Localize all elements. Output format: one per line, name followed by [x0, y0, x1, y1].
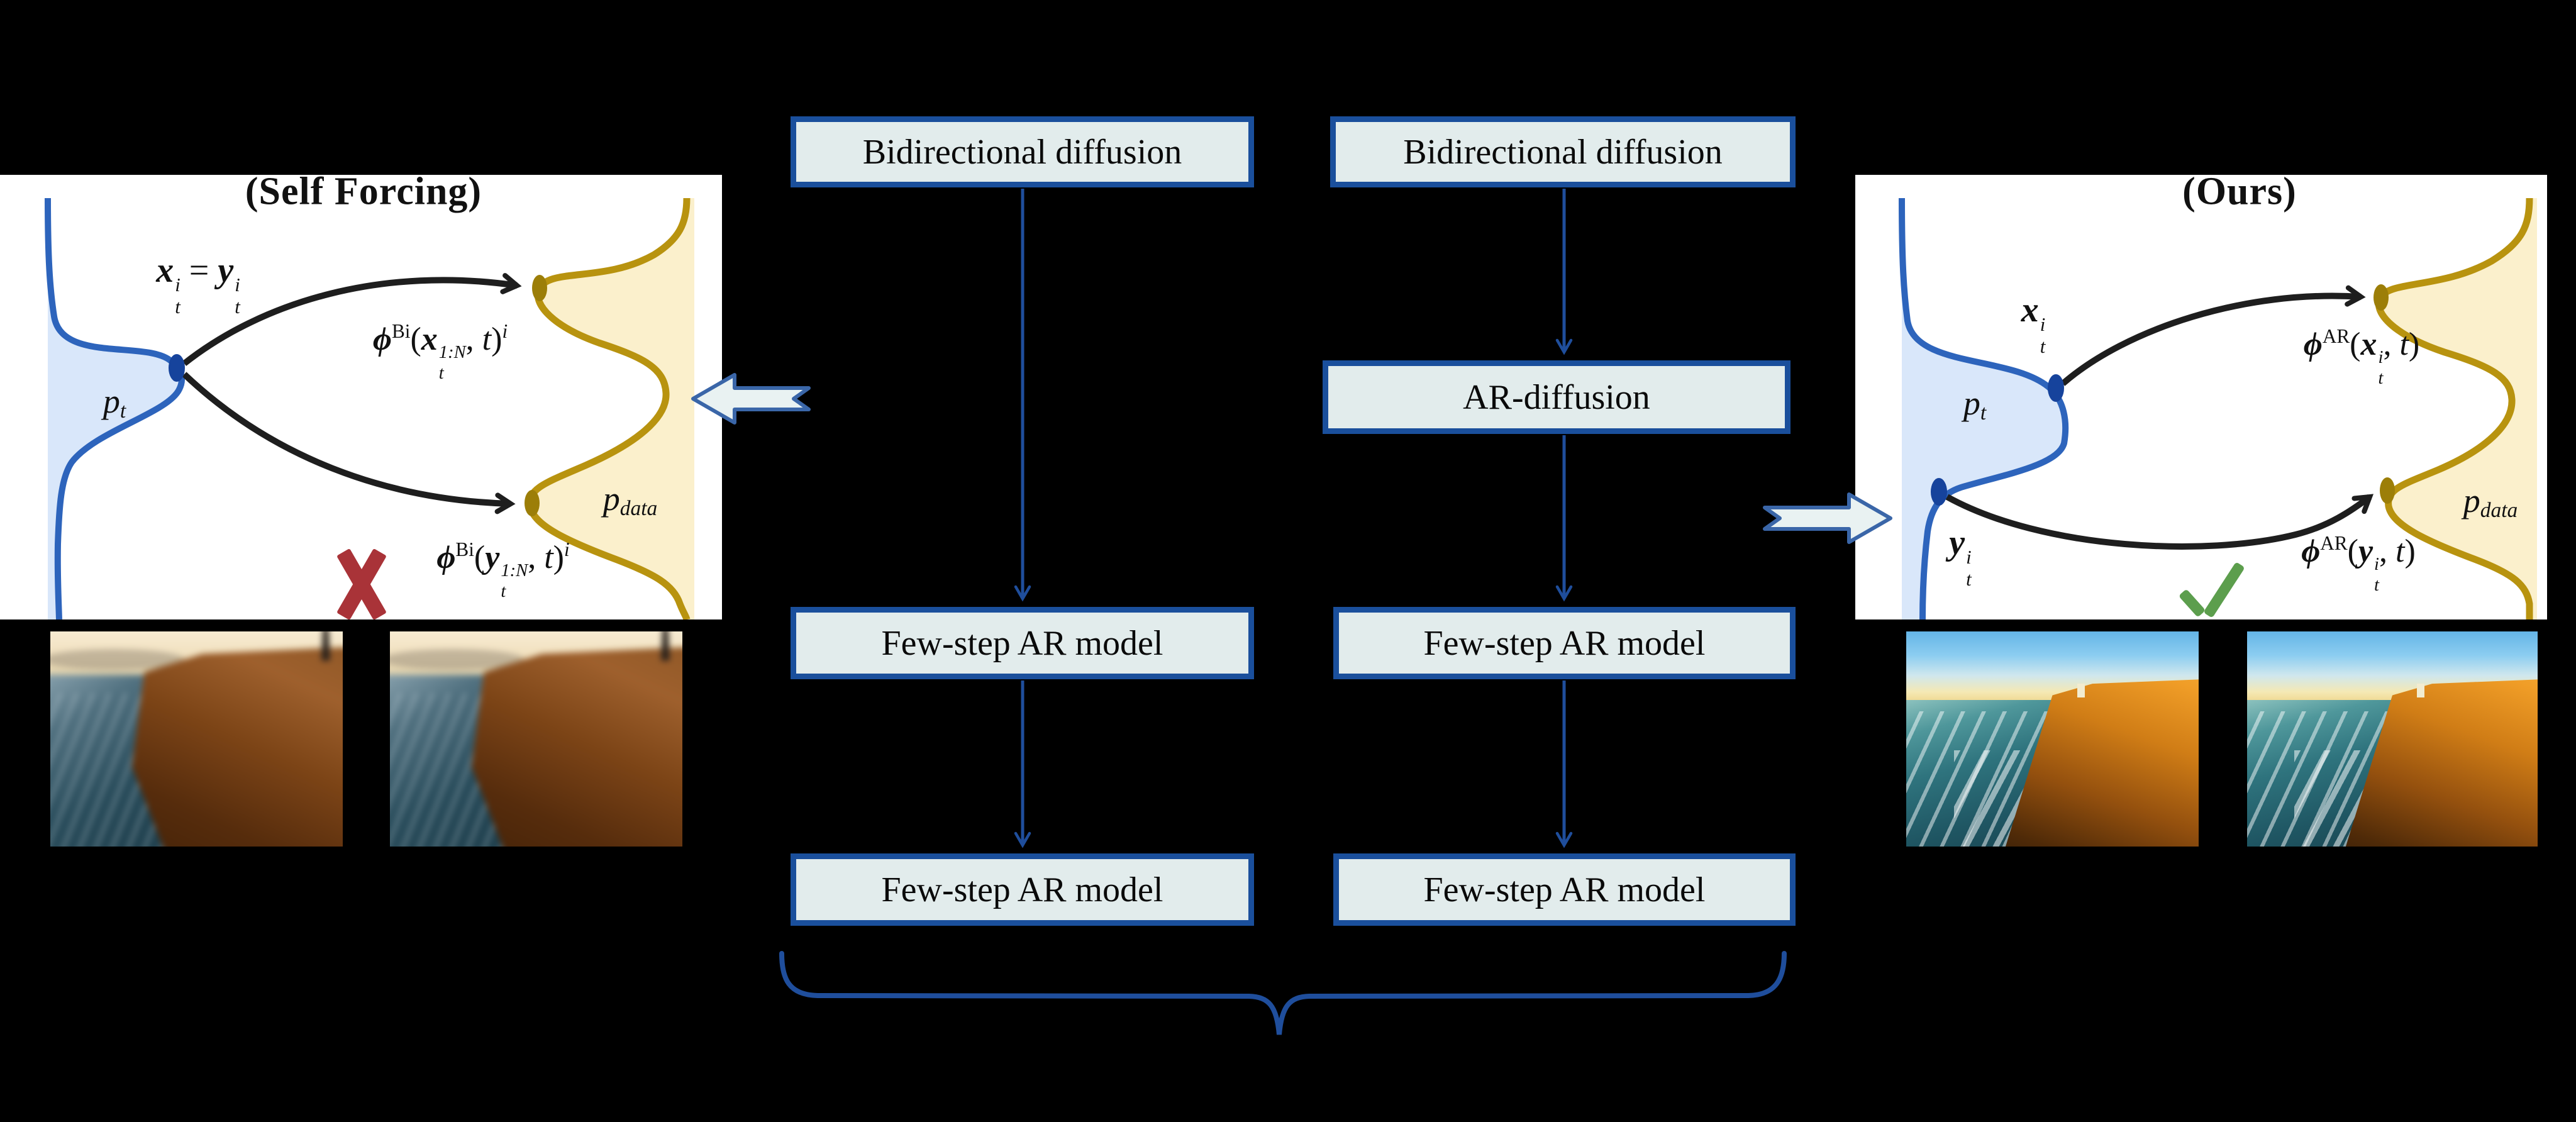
pt-distribution-curve: [1899, 197, 2069, 619]
flow-box-bidirectional-diffusion-left: Bidirectional diffusion: [791, 116, 1254, 187]
flow-box-few-step-ar-left-1: Few-step AR model: [791, 607, 1254, 679]
blurry-video-frame-1: [50, 631, 343, 847]
data-sample-dot-upper: [2373, 284, 2389, 311]
pt-distribution-curve: [45, 197, 186, 619]
pt-distribution-fill: [1902, 198, 2066, 619]
sharp-video-frame-2: [2247, 631, 2538, 847]
pdata-distribution-curve: [526, 197, 691, 619]
pdata-distribution-fill: [2379, 198, 2537, 619]
bottom-curly-brace: [779, 951, 1787, 1035]
pdata-distribution-fill: [530, 198, 694, 619]
flow-box-ar-diffusion: AR-diffusion: [1323, 360, 1790, 434]
ours-distributions: [1899, 197, 2537, 619]
noise-sample-dot-upper: [2048, 374, 2064, 402]
flow-box-few-step-ar-right-2: Few-step AR model: [1333, 853, 1796, 926]
self-forcing-distributions: [45, 197, 694, 619]
flow-box-few-step-ar-left-2: Few-step AR model: [791, 853, 1254, 926]
flow-box-bidirectional-diffusion-right: Bidirectional diffusion: [1330, 116, 1796, 187]
panel-title: (Self Forcing): [245, 170, 482, 213]
noise-sample-dot-lower: [1931, 478, 1947, 506]
pt-label: pt: [1963, 384, 1987, 425]
pdata-label: pdata: [602, 479, 658, 521]
data-sample-dot-upper: [532, 275, 547, 301]
success-check-icon: [2178, 562, 2245, 620]
noise-sample-dot: [169, 354, 185, 382]
upper-mapping-arrow: [182, 273, 522, 366]
sharp-video-frame-1: [1906, 631, 2199, 847]
data-sample-dot-lower: [525, 490, 540, 516]
pdata-distribution-curve: [2375, 197, 2533, 619]
panel-title: (Ours): [2182, 170, 2297, 213]
upper-mapping-arrow: [2060, 285, 2366, 386]
blurry-video-frame-2: [390, 631, 682, 847]
pdata-label: pdata: [2463, 481, 2518, 523]
error-cross-icon: [330, 548, 392, 621]
data-sample-dot-lower: [2380, 477, 2395, 504]
lower-mapping-arrow: [1945, 494, 2374, 550]
lower-mapping-arrow: [182, 372, 516, 514]
pt-label: pt: [103, 382, 126, 423]
flow-box-few-step-ar-right-1: Few-step AR model: [1333, 607, 1796, 679]
pt-distribution-fill: [48, 198, 182, 619]
